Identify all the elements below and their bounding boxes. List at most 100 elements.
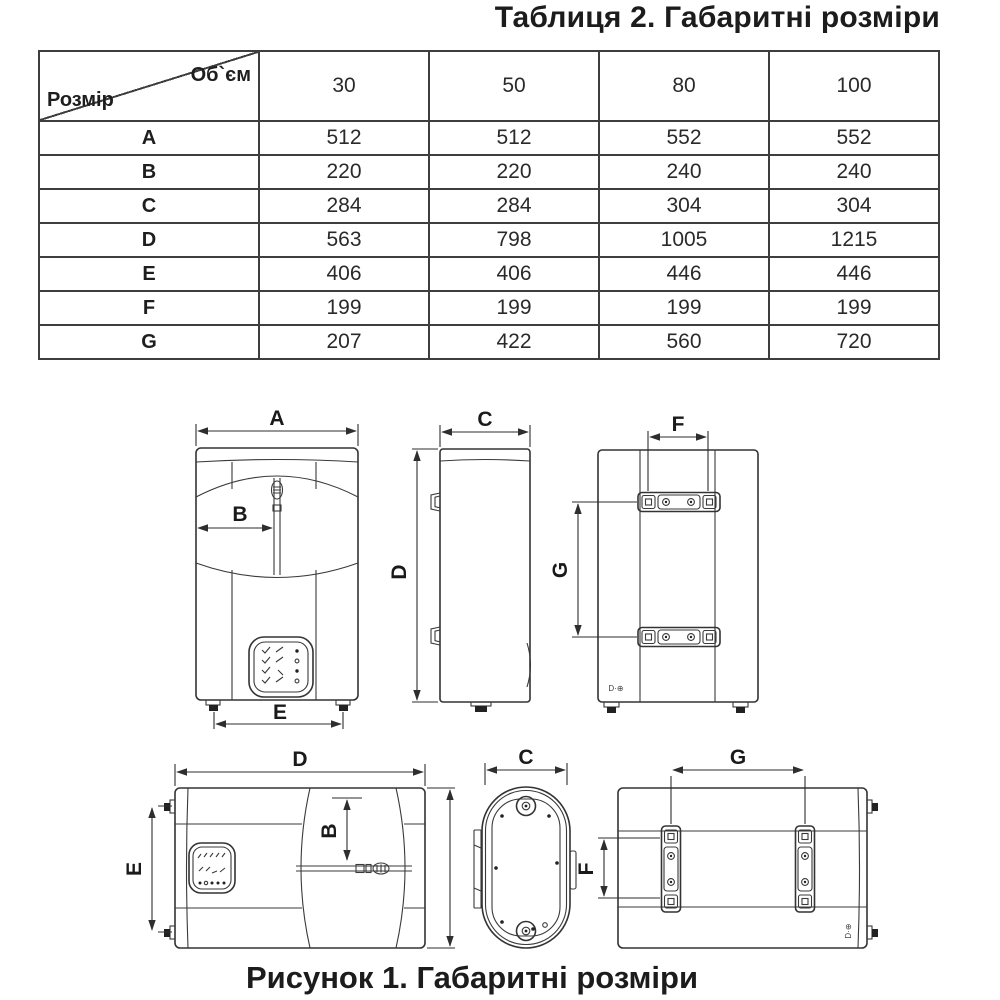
- pipe-connection: [515, 795, 537, 942]
- rear-view-vertical: D·⊕ F G: [549, 413, 759, 713]
- row-label: E: [38, 256, 260, 292]
- dimension-d: D: [388, 448, 438, 703]
- dimension-e: E: [213, 701, 344, 729]
- table-cell: 284: [258, 188, 430, 224]
- dim-label-a: A: [269, 407, 284, 430]
- table-cell: 199: [768, 290, 940, 326]
- mounting-bracket: [637, 626, 721, 648]
- dimension-height: [427, 787, 455, 949]
- dim-label-g: G: [730, 746, 746, 769]
- table-cell: 199: [428, 290, 600, 326]
- table-cell: 199: [598, 290, 770, 326]
- feet: [603, 701, 749, 713]
- table-cell: 240: [768, 154, 940, 190]
- front-view-vertical: A B E: [195, 407, 359, 729]
- table-row: F 199 199 199 199: [38, 290, 940, 326]
- table-cell: 284: [428, 188, 600, 224]
- table-cell: 304: [768, 188, 940, 224]
- table-cell: 720: [768, 324, 940, 360]
- mounting-bracket: [660, 825, 682, 913]
- row-label: G: [38, 324, 260, 360]
- mounting-bracket: [637, 491, 721, 513]
- column-header: 30: [258, 50, 430, 122]
- dimension-c: C: [484, 746, 568, 785]
- dim-label-b: B: [232, 503, 247, 526]
- row-label: C: [38, 188, 260, 224]
- dim-label-e: E: [123, 862, 146, 876]
- bracket-profile: [473, 829, 482, 909]
- dim-label-d: D: [292, 748, 307, 771]
- table-cell: 240: [598, 154, 770, 190]
- corner-label-size: Розмір: [47, 89, 114, 111]
- dimension-c: C: [439, 408, 531, 447]
- table-cell: 1215: [768, 222, 940, 258]
- dimension-f: F: [647, 413, 709, 491]
- table-row: E 406 406 446 446: [38, 256, 940, 292]
- dim-label-f: F: [672, 413, 685, 436]
- dim-label-f: F: [575, 862, 598, 875]
- corner-cell: Об`єм Розмір: [38, 50, 260, 122]
- dim-label-g: G: [549, 562, 572, 578]
- table-cell: 446: [768, 256, 940, 292]
- table-cell: 512: [428, 120, 600, 156]
- rear-view-horizontal: D·⊕ G F: [575, 746, 878, 949]
- table-cell: 560: [598, 324, 770, 360]
- table-cell: 422: [428, 324, 600, 360]
- feet: [866, 799, 878, 940]
- feet: [164, 799, 176, 940]
- table-cell: 512: [258, 120, 430, 156]
- table-cell: 304: [598, 188, 770, 224]
- table-cell: 798: [428, 222, 600, 258]
- brand-mark: D·⊕: [608, 684, 623, 693]
- dimension-e: E: [123, 805, 172, 933]
- table-row: C 284 284 304 304: [38, 188, 940, 224]
- row-label: D: [38, 222, 260, 258]
- table-cell: 552: [598, 120, 770, 156]
- table-header-row: Об`єм Розмір 30 50 80 100: [38, 50, 940, 122]
- dimension-d: D: [174, 748, 426, 786]
- dimension-b: B: [318, 797, 362, 861]
- dimension-a: A: [195, 407, 359, 446]
- side-view-vertical: C D: [388, 408, 532, 712]
- table-cell: 207: [258, 324, 430, 360]
- column-header: 80: [598, 50, 770, 122]
- control-panel: [188, 842, 236, 894]
- table-cell: 446: [598, 256, 770, 292]
- row-label: F: [38, 290, 260, 326]
- end-view-oval: C: [473, 746, 577, 949]
- dimension-b: B: [197, 503, 273, 532]
- table-row: G 207 422 560 720: [38, 324, 940, 360]
- technical-drawing: A B E C D: [123, 407, 878, 949]
- table-cell: 199: [258, 290, 430, 326]
- dim-label-e: E: [273, 701, 287, 724]
- table-cell: 220: [428, 154, 600, 190]
- table-cell: 563: [258, 222, 430, 258]
- dimension-g: G: [670, 746, 806, 824]
- dim-label-b: B: [318, 823, 341, 838]
- table-cell: 552: [768, 120, 940, 156]
- row-label: A: [38, 120, 260, 156]
- row-label: B: [38, 154, 260, 190]
- control-panel: [248, 636, 314, 698]
- dimension-g: G: [549, 501, 637, 638]
- dimensions-table: Об`єм Розмір 30 50 80 100 A 512 512 552 …: [38, 50, 940, 360]
- table-row: D 563 798 1005 1215: [38, 222, 940, 258]
- figure-caption: Рисунок 1. Габаритні розміри: [245, 960, 699, 995]
- column-header: 100: [768, 50, 940, 122]
- dim-label-c: C: [477, 408, 492, 431]
- side-tab: [569, 850, 577, 890]
- dim-label-d: D: [388, 564, 411, 579]
- dimension-f: F: [575, 837, 660, 899]
- table-cell: 406: [428, 256, 600, 292]
- table-row: A 512 512 552 552: [38, 120, 940, 156]
- table-cell: 1005: [598, 222, 770, 258]
- corner-label-volume: Об`єм: [190, 64, 251, 86]
- column-header: 50: [428, 50, 600, 122]
- front-view-horizontal: D E B: [123, 748, 455, 949]
- feet: [205, 699, 351, 711]
- table-row: B 220 220 240 240: [38, 154, 940, 190]
- table-cell: 406: [258, 256, 430, 292]
- brand-mark: D·⊕: [844, 923, 853, 938]
- table-title: Таблиця 2. Габаритні розміри: [494, 1, 940, 34]
